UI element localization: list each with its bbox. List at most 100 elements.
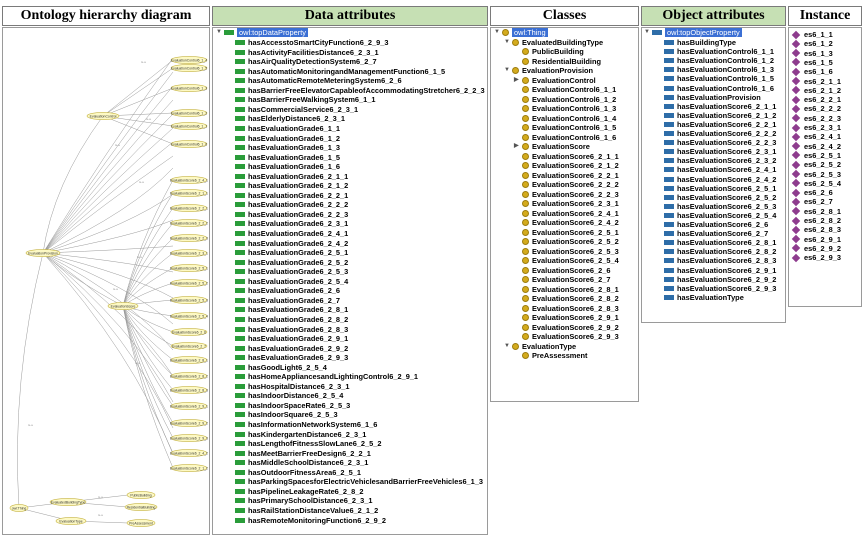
object-property-item[interactable]: hasEvaluationScore6_2_5_4	[664, 211, 776, 220]
control-leaf-node[interactable]	[170, 140, 208, 148]
score-leaf-node[interactable]	[170, 312, 208, 320]
instance-item[interactable]: es6_1_2	[791, 39, 833, 48]
data-property-item[interactable]: hasPrimarySchoolDistance6_2_3_1	[235, 496, 372, 505]
data-property-item[interactable]: hasInformationNetworkSystem6_1_6	[235, 420, 377, 429]
object-property-item[interactable]: hasEvaluationScore6_2_1_1	[664, 102, 776, 111]
collapse-arrow-icon[interactable]: ▼	[644, 29, 650, 35]
class-item[interactable]: ▼EvaluatedBuildingType	[504, 38, 603, 47]
class-item[interactable]: EvaluationScore6_2_4_1	[522, 209, 619, 218]
class-item[interactable]: EvaluationControl6_1_4	[522, 114, 616, 123]
class-item[interactable]: EvaluationScore6_2_1_1	[522, 152, 619, 161]
data-property-item[interactable]: hasEvaluationGrade6_2_3_1	[235, 219, 348, 228]
data-property-item[interactable]: hasRailStationDistanceValue6_2_1_2	[235, 506, 378, 515]
data-property-item[interactable]: hasEvaluationGrade6_2_5_4	[235, 277, 348, 286]
data-property-item[interactable]: hasEvaluationGrade6_2_6	[235, 286, 340, 295]
data-property-item[interactable]: hasEvaluationGrade6_2_2_2	[235, 200, 348, 209]
data-property-item[interactable]: hasEvaluationGrade6_2_5_2	[235, 258, 348, 267]
instance-item[interactable]: es6_2_9_2	[791, 244, 841, 253]
class-item[interactable]: EvaluationScore6_2_4_2	[522, 218, 619, 227]
residential-building-node[interactable]	[124, 503, 158, 511]
instance-item[interactable]: es6_2_8_3	[791, 225, 841, 234]
instance-item[interactable]: es6_2_6	[791, 188, 833, 197]
evaluation-type-node[interactable]	[55, 517, 87, 525]
collapse-arrow-icon[interactable]: ▼	[504, 342, 510, 349]
data-property-item[interactable]: hasEvaluationGrade6_1_3	[235, 143, 340, 152]
score-leaf-node[interactable]	[170, 249, 208, 257]
score-leaf-node[interactable]	[170, 449, 208, 457]
class-item[interactable]: ▼EvaluationType	[504, 342, 576, 351]
score-leaf-node[interactable]	[170, 386, 208, 394]
object-property-item[interactable]: hasEvaluationScore6_2_6	[664, 220, 768, 229]
instance-item[interactable]: es6_2_5_2	[791, 160, 841, 169]
class-item[interactable]: EvaluationScore6_2_5_4	[522, 256, 619, 265]
instance-item[interactable]: es6_2_7	[791, 197, 833, 206]
data-property-item[interactable]: hasIndoorSquare6_2_5_3	[235, 410, 338, 419]
object-property-item[interactable]: hasEvaluationScore6_2_5_1	[664, 184, 776, 193]
data-property-item[interactable]: hasEvaluationGrade6_2_8_3	[235, 325, 348, 334]
data-property-item[interactable]: hasEvaluationGrade6_2_2_3	[235, 210, 348, 219]
data-property-item[interactable]: hasEvaluationGrade6_1_2	[235, 134, 340, 143]
data-property-item[interactable]: hasEvaluationGrade6_2_1_1	[235, 172, 348, 181]
data-property-item[interactable]: hasPipelineLeakageRate6_2_8_2	[235, 487, 363, 496]
score-leaf-node[interactable]	[170, 234, 208, 242]
class-item[interactable]: EvaluationControl6_1_2	[522, 95, 616, 104]
data-property-item[interactable]: hasMeetBarrierFreeDesign6_2_2_1	[235, 449, 371, 458]
data-property-item[interactable]: hasEvaluationGrade6_2_4_2	[235, 239, 348, 248]
score-leaf-node[interactable]	[170, 419, 208, 427]
object-property-item[interactable]: hasEvaluationScore6_2_5_3	[664, 202, 776, 211]
data-property-item[interactable]: hasEvaluationGrade6_2_8_1	[235, 305, 348, 314]
object-property-item[interactable]: hasEvaluationScore6_2_2_2	[664, 129, 776, 138]
public-building-node[interactable]	[126, 491, 156, 499]
object-property-item[interactable]: hasEvaluationScore6_2_3_2	[664, 156, 776, 165]
data-property-item[interactable]: hasAutomaticMonitoringandManagementFunct…	[235, 67, 445, 76]
class-item[interactable]: EvaluationScore6_2_2_3	[522, 190, 619, 199]
data-property-item[interactable]: hasEvaluationGrade6_2_2_1	[235, 191, 348, 200]
instance-item[interactable]: es6_2_8_2	[791, 216, 841, 225]
data-property-root[interactable]: ▼ owl:topDataProperty	[216, 28, 308, 37]
object-property-item[interactable]: hasEvaluationControl6_1_1	[664, 47, 774, 56]
object-property-item[interactable]: hasEvaluationProvision	[664, 93, 761, 102]
instance-item[interactable]: es6_1_5	[791, 58, 833, 67]
data-property-item[interactable]: hasEvaluationGrade6_2_5_3	[235, 267, 348, 276]
data-property-item[interactable]: hasOutdoorFitnessArea6_2_5_1	[235, 468, 361, 477]
control-leaf-node[interactable]	[170, 109, 208, 117]
score-leaf-node[interactable]	[170, 372, 208, 380]
score-leaf-node[interactable]	[170, 296, 208, 304]
control-leaf-node[interactable]	[170, 84, 208, 92]
score-leaf-node[interactable]	[170, 328, 208, 336]
class-item[interactable]: EvaluationScore6_2_5_2	[522, 237, 619, 246]
class-item[interactable]: EvaluationScore6_2_5_1	[522, 228, 619, 237]
collapse-arrow-icon[interactable]: ▼	[494, 29, 500, 35]
data-property-item[interactable]: hasBarrierFreeWalkingSystem6_1_1	[235, 95, 376, 104]
object-property-root[interactable]: ▼ owl:topObjectProperty	[644, 28, 742, 37]
data-property-item[interactable]: hasEvaluationGrade6_1_1	[235, 124, 340, 133]
score-leaf-node[interactable]	[170, 204, 208, 212]
class-item[interactable]: ▶EvaluationScore	[514, 142, 590, 151]
data-property-item[interactable]: hasEvaluationGrade6_2_9_3	[235, 353, 348, 362]
data-property-item[interactable]: hasParkingSpacesforElectricVehiclesandBa…	[235, 477, 483, 486]
instance-item[interactable]: es6_1_3	[791, 49, 833, 58]
data-property-item[interactable]: hasEvaluationGrade6_1_5	[235, 153, 340, 162]
score-leaf-node[interactable]	[170, 176, 208, 184]
class-item[interactable]: EvaluationControl6_1_6	[522, 133, 616, 142]
instance-item[interactable]: es6_2_1_1	[791, 77, 841, 86]
class-item[interactable]: EvaluationControl6_1_5	[522, 123, 616, 132]
data-property-item[interactable]: hasHospitalDistance6_2_3_1	[235, 382, 349, 391]
object-property-item[interactable]: hasEvaluationScore6_2_4_1	[664, 165, 776, 174]
object-property-item[interactable]: hasEvaluationScore6_2_8_1	[664, 238, 776, 247]
object-property-item[interactable]: hasEvaluationScore6_2_9_3	[664, 284, 776, 293]
score-leaf-node[interactable]	[170, 464, 208, 472]
class-item[interactable]: EvaluationScore6_2_2_1	[522, 171, 619, 180]
data-property-item[interactable]: hasAutomaticRemoteMeteringSystem6_2_6	[235, 76, 402, 85]
data-property-item[interactable]: hasEvaluationGrade6_2_5_1	[235, 248, 348, 257]
class-item[interactable]: ▼EvaluationProvision	[504, 66, 593, 75]
object-property-item[interactable]: hasEvaluationScore6_2_1_2	[664, 111, 776, 120]
instance-item[interactable]: es6_2_9_3	[791, 253, 841, 262]
data-property-item[interactable]: hasLengthofFitnessSlowLane6_2_5_2	[235, 439, 381, 448]
collapse-arrow-icon[interactable]: ▼	[504, 67, 510, 73]
data-property-item[interactable]: hasBarrierFreeElevatorCapableofAccommoda…	[235, 86, 485, 95]
instance-item[interactable]: es6_2_4_2	[791, 142, 841, 151]
instance-item[interactable]: es6_2_5_4	[791, 179, 841, 188]
instance-item[interactable]: es6_2_1_2	[791, 86, 841, 95]
data-property-item[interactable]: hasIndoorDistance6_2_5_4	[235, 391, 343, 400]
